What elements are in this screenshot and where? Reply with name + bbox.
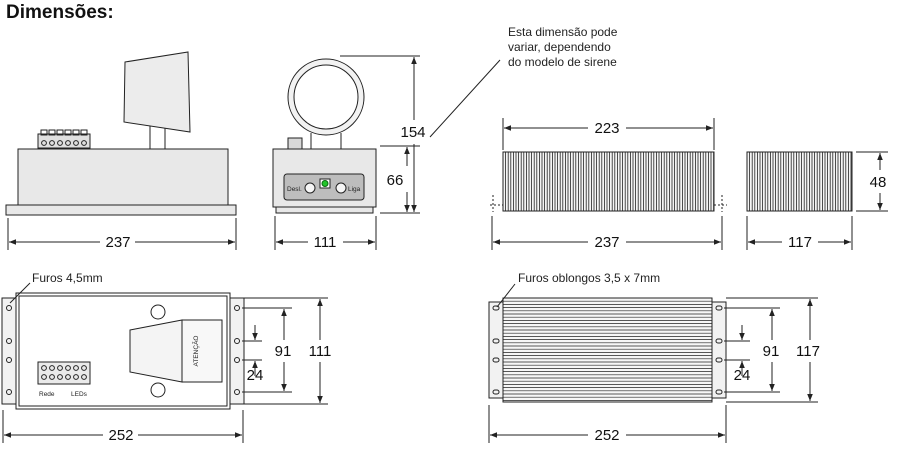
svg-text:Esta dimensão pode: Esta dimensão pode xyxy=(508,25,618,39)
note-dimension-text: Esta dimensão pode variar, dependendo do… xyxy=(508,25,618,69)
panel-label-rede: Rede xyxy=(39,391,55,398)
front-terminal-screws xyxy=(40,129,88,146)
top-view-right xyxy=(488,283,818,443)
battery-side-view xyxy=(746,151,888,250)
battery-long-view xyxy=(490,118,727,250)
top-terminal-screws xyxy=(41,365,87,380)
panel-label-liga: Liga xyxy=(348,186,361,193)
dim-bottom-left-outer: 111 xyxy=(309,343,332,360)
front-view xyxy=(5,51,237,250)
top-view-left xyxy=(1,282,328,443)
page-title: Dimensões: xyxy=(6,2,114,23)
side-view xyxy=(272,55,501,250)
panel-label-leds: LEDs xyxy=(71,391,88,398)
dim-bottom-right-outer: 117 xyxy=(796,343,820,360)
top-ribs xyxy=(503,300,712,401)
oblong-holes-left xyxy=(492,305,500,395)
dim-battery-length: 223 xyxy=(594,120,619,137)
dim-battery-overall: 237 xyxy=(594,234,619,251)
dim-side-width: 111 xyxy=(314,234,337,251)
panel-label-desl: Desl. xyxy=(287,186,302,193)
dim-bottom-right-width: 252 xyxy=(594,427,619,444)
oblong-holes-right xyxy=(715,305,723,395)
dim-side-height-body: 66 xyxy=(387,172,404,189)
holes-label-right: Furos oblongos 3,5 x 7mm xyxy=(518,271,660,285)
dim-front-width: 237 xyxy=(105,234,130,251)
dim-bottom-right-inner: 91 xyxy=(763,343,780,360)
panel-label-atencao: ATENÇÃO xyxy=(191,336,200,367)
svg-text:do modelo de sirene: do modelo de sirene xyxy=(508,55,617,69)
dim-battery-side-width: 117 xyxy=(788,234,812,251)
svg-text:variar, dependendo: variar, dependendo xyxy=(508,40,611,54)
dim-bottom-left-width: 252 xyxy=(108,427,133,444)
holes-label-left: Furos 4,5mm xyxy=(32,271,103,285)
battery-side-ribs xyxy=(749,152,852,211)
dim-bottom-left-small: 24 xyxy=(247,367,264,384)
dim-bottom-right-small: 24 xyxy=(734,367,751,384)
dim-bottom-left-inner: 91 xyxy=(275,343,292,360)
battery-ribs xyxy=(505,152,714,211)
dim-battery-side-height: 48 xyxy=(870,174,887,191)
dim-side-height-total: 154 xyxy=(400,124,425,141)
